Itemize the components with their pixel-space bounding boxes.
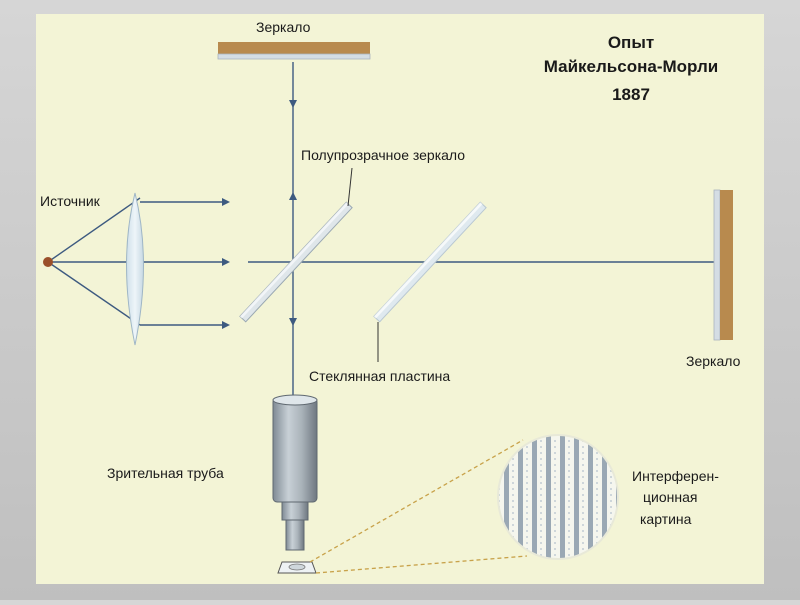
source-ray-top [47, 197, 141, 263]
arrow-up-middle [289, 192, 297, 200]
top-mirror [217, 42, 371, 60]
arrow-right-middle [222, 258, 230, 266]
title-line1: Опыт [608, 33, 654, 52]
label-interference-line3: картина [640, 511, 692, 527]
label-glass-plate: Стеклянная пластина [309, 368, 450, 384]
label-beam-splitter: Полупрозрачное зеркало [301, 147, 465, 163]
label-telescope: Зрительная труба [107, 465, 224, 481]
beam-splitter [239, 201, 353, 323]
dashed-leader-top [309, 439, 524, 563]
arrow-down-lower [289, 318, 297, 326]
dashed-leader-bottom [315, 555, 528, 574]
interference-pattern [497, 434, 619, 560]
label-interference-line1: Интерферен- [632, 468, 719, 484]
source-ray-bottom [47, 261, 141, 326]
label-source: Источник [40, 193, 101, 209]
arrow-down-upper [289, 100, 297, 108]
title-line2: Майкельсона-Морли [544, 57, 718, 76]
telescope [272, 394, 318, 574]
interference-leaders [309, 439, 528, 574]
leader-beam-splitter [347, 167, 353, 207]
label-mirror-right: Зеркало [686, 353, 741, 369]
label-mirror-top: Зеркало [256, 19, 311, 35]
light-beams [47, 62, 722, 395]
title-line3: 1887 [612, 85, 650, 104]
collimating-lens [126, 192, 144, 346]
right-mirror [713, 189, 733, 341]
light-source-dot [43, 257, 53, 267]
leader-lines [347, 167, 379, 362]
beam-arrows [222, 100, 297, 329]
arrow-right-top [222, 198, 230, 206]
label-interference-line2: ционная [643, 489, 697, 505]
arrow-right-bottom [222, 321, 230, 329]
glass-plate [373, 201, 487, 323]
